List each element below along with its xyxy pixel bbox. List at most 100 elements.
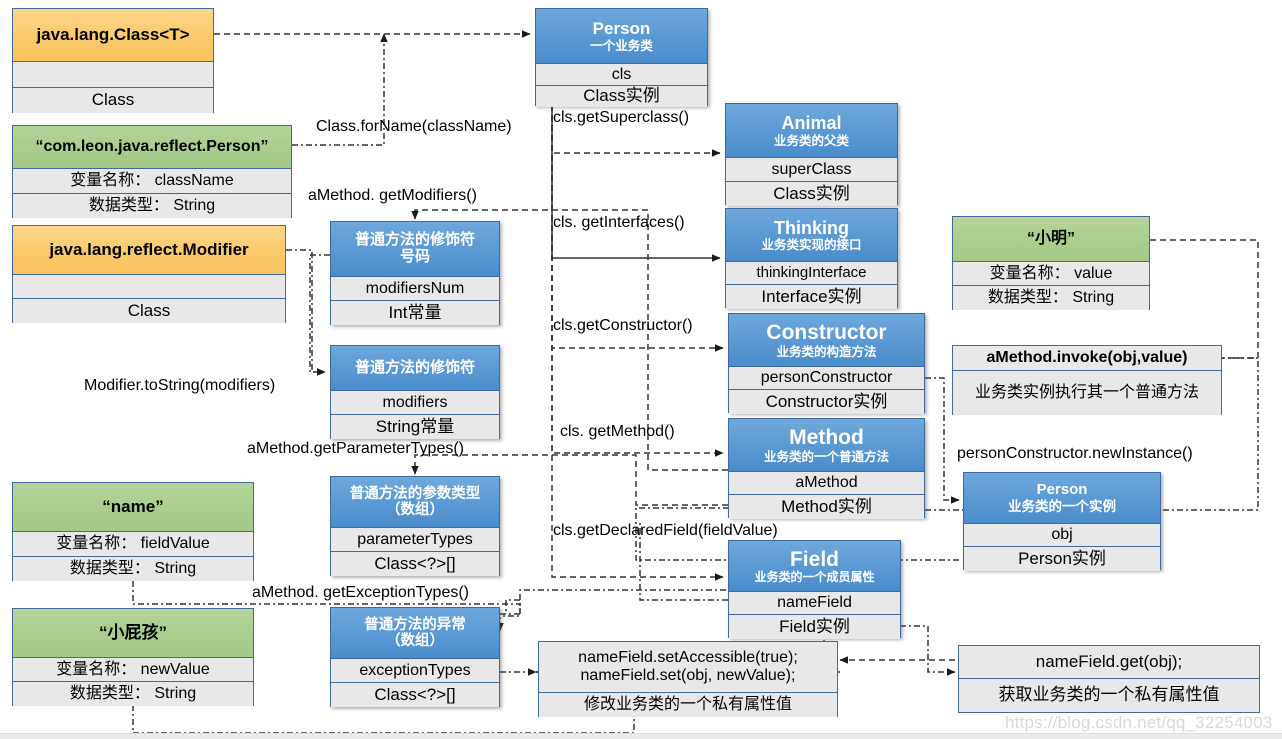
node-row <box>13 61 213 87</box>
edge-label-get-interfaces: cls. getInterfaces() <box>553 214 685 231</box>
edge-label-modifier-tostring: Modifier.toString(modifiers) <box>84 377 276 394</box>
node-get-field-note[interactable]: nameField.get(obj); 获取业务类的一个私有属性值 <box>958 645 1260 713</box>
edge-label-get-superclass: cls.getSuperclass() <box>553 109 690 126</box>
node-subtitle: 业务类的构造方法 <box>776 344 877 359</box>
node-classname-value[interactable]: “com.leon.java.reflect.Person” 变量名称： cla… <box>12 125 292 218</box>
node-method[interactable]: Method 业务类的一个普通方法 aMethod Method实例 <box>728 418 925 519</box>
node-row: obj <box>964 523 1160 546</box>
node-header: Person 一个业务类 <box>536 9 707 63</box>
node-row: Interface实例 <box>726 284 897 309</box>
node-header: 普通方法的修饰符 号码 <box>331 222 499 276</box>
node-name-value[interactable]: “name” 变量名称： fieldValue 数据类型： String <box>12 482 254 581</box>
node-header: 普通方法的参数类型 （数组） <box>331 477 499 527</box>
node-title: 普通方法的修饰符 <box>354 231 475 249</box>
node-subtitle: 业务类的父类 <box>773 133 849 148</box>
node-row: Class实例 <box>536 85 707 107</box>
node-modifiers-num[interactable]: 普通方法的修饰符 号码 modifiersNum Int常量 <box>330 221 500 325</box>
node-row: String常量 <box>331 414 499 439</box>
node-title: java.lang.reflect.Modifier <box>49 240 249 260</box>
node-header: “小屁孩” <box>13 609 253 657</box>
node-row: personConstructor <box>729 366 924 389</box>
node-title: Person <box>1036 481 1088 499</box>
node-row: Field实例 <box>729 614 900 639</box>
node-row: cls <box>536 63 707 85</box>
node-header: “小明” <box>953 217 1149 261</box>
edge-label-new-instance: personConstructor.newInstance() <box>957 445 1193 462</box>
node-title: “小屁孩” <box>99 623 167 643</box>
node-title: java.lang.Class<T> <box>36 25 190 45</box>
node-header: “com.leon.java.reflect.Person” <box>13 126 291 168</box>
node-header: 普通方法的修饰符 <box>331 346 499 390</box>
node-header: Constructor 业务类的构造方法 <box>729 314 924 366</box>
node-row: 变量名称： className <box>13 168 291 193</box>
node-row: 变量名称： value <box>953 261 1149 285</box>
edge-label-get-modifiers: aMethod. getModifiers() <box>308 187 477 204</box>
node-header: Animal 业务类的父类 <box>726 104 897 157</box>
node-title: Animal <box>781 113 842 134</box>
node-title: “小明” <box>1026 230 1075 248</box>
node-row <box>13 274 285 298</box>
node-title: “com.leon.java.reflect.Person” <box>35 138 269 156</box>
node-java-lang-class[interactable]: java.lang.Class<T> Class <box>12 8 214 113</box>
node-header: “name” <box>13 483 253 531</box>
node-exception-types[interactable]: 普通方法的异常 （数组） exceptionTypes Class<?>[] <box>330 607 500 707</box>
node-subtitle: 业务类实现的接口 <box>761 238 862 253</box>
node-row: 数据类型： String <box>13 193 291 218</box>
node-java-lang-reflect-modifier[interactable]: java.lang.reflect.Modifier Class <box>12 225 286 323</box>
node-header: java.lang.Class<T> <box>13 9 213 61</box>
node-row: 获取业务类的一个私有属性值 <box>959 678 1259 712</box>
node-subtitle: 业务类的一个成员属性 <box>754 570 875 585</box>
node-row: parameterTypes <box>331 527 499 551</box>
node-subtitle: 号码 <box>399 248 430 265</box>
node-row: 变量名称： newValue <box>13 657 253 681</box>
node-header: Method 业务类的一个普通方法 <box>729 419 924 471</box>
node-title: 普通方法的参数类型 <box>349 485 481 502</box>
node-subtitle: 业务类的一个普通方法 <box>763 449 889 464</box>
node-person-class[interactable]: Person 一个业务类 cls Class实例 <box>535 8 708 107</box>
node-row: Method实例 <box>729 494 924 519</box>
node-header: Person 业务类的一个实例 <box>964 473 1160 523</box>
edge-label-get-declared-field: cls.getDeclaredField(fieldValue) <box>553 522 778 539</box>
node-title: 普通方法的异常 <box>364 616 466 633</box>
node-row: 修改业务类的一个私有属性值 <box>539 692 837 717</box>
node-row: 业务类实例执行其一个普通方法 <box>953 370 1221 415</box>
node-row: Class <box>13 298 285 323</box>
node-constructor[interactable]: Constructor 业务类的构造方法 personConstructor C… <box>728 313 925 414</box>
node-subtitle: 一个业务类 <box>590 38 653 53</box>
node-parameter-types[interactable]: 普通方法的参数类型 （数组） parameterTypes Class<?>[] <box>330 476 500 576</box>
node-row: 数据类型： String <box>953 285 1149 310</box>
node-row: aMethod <box>729 471 924 494</box>
edge-label-get-constructor: cls.getConstructor() <box>553 317 693 334</box>
node-row: 数据类型： String <box>13 556 253 581</box>
node-thinking-interface[interactable]: Thinking 业务类实现的接口 thinkingInterface Inte… <box>725 208 898 309</box>
node-row: Class<?>[] <box>331 682 499 707</box>
edge-label-get-exception-types: aMethod. getExceptionTypes() <box>252 584 470 601</box>
node-row: exceptionTypes <box>331 658 499 682</box>
node-title: Method <box>789 426 864 450</box>
node-subtitle: （数组） <box>386 502 444 518</box>
node-title: Person <box>592 19 651 39</box>
node-title: aMethod.invoke(obj,value) <box>986 349 1188 367</box>
node-person-instance[interactable]: Person 业务类的一个实例 obj Person实例 <box>963 472 1161 571</box>
node-row: Class<?>[] <box>331 551 499 576</box>
node-field[interactable]: Field 业务类的一个成员属性 nameField Field实例 <box>728 540 901 639</box>
edge-label-get-parameter-types: aMethod.getParameterTypes() <box>247 440 464 457</box>
node-header: nameField.get(obj); <box>959 646 1259 678</box>
node-row: Int常量 <box>331 300 499 325</box>
node-xiaoming-value[interactable]: “小明” 变量名称： value 数据类型： String <box>952 216 1150 310</box>
node-set-field-note[interactable]: nameField.setAccessible(true); nameField… <box>538 641 838 717</box>
node-newvalue-value[interactable]: “小屁孩” 变量名称： newValue 数据类型： String <box>12 608 254 706</box>
node-row: modifiers <box>331 390 499 414</box>
node-animal-class[interactable]: Animal 业务类的父类 superClass Class实例 <box>725 103 898 206</box>
node-header: Thinking 业务类实现的接口 <box>726 209 897 261</box>
node-row: thinkingInterface <box>726 261 897 284</box>
node-header: nameField.setAccessible(true); nameField… <box>539 642 837 692</box>
edge-label-get-method: cls. getMethod() <box>560 423 675 440</box>
node-title: Field <box>789 547 839 571</box>
watermark-text: https://blog.csdn.net/qq_32254003 <box>1005 713 1273 732</box>
node-invoke-note[interactable]: aMethod.invoke(obj,value) 业务类实例执行其一个普通方法 <box>952 345 1222 415</box>
node-header: 普通方法的异常 （数组） <box>331 608 499 658</box>
node-header: java.lang.reflect.Modifier <box>13 226 285 274</box>
node-modifiers-str[interactable]: 普通方法的修饰符 modifiers String常量 <box>330 345 500 439</box>
